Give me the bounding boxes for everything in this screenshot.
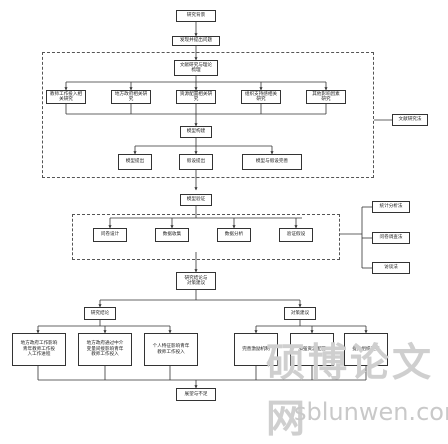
finding-item-2: 地方政府通过中介 变量间接影响青年 教师工作投入: [78, 333, 132, 366]
literature-item-4: 组织支持感相关 研究: [241, 90, 281, 104]
verify-item-4: 验证假设: [279, 228, 313, 242]
conclusion-box: 研究结论与 对策建议: [176, 272, 216, 290]
literature-item-5: 其他影响因素 研究: [306, 90, 346, 104]
watermark-cn: 硕博论文网: [266, 341, 435, 442]
questionnaire-method-box: 问卷调查法: [372, 232, 410, 244]
literature-box: 文献研究与理论 梳理: [174, 60, 218, 76]
verify-item-1: 问卷设计: [93, 228, 127, 242]
verify-item-3: 数据分析: [217, 228, 251, 242]
limitations-box: 展望与不足: [176, 388, 216, 401]
hypothesis-box: 假设提出: [179, 154, 213, 170]
suggestions-box: 对策建议: [284, 307, 316, 320]
research-background-box: 研究背景: [176, 10, 216, 22]
findings-box: 研究结论: [84, 307, 116, 320]
watermark-url: sblunwen.com: [294, 398, 448, 426]
literature-item-3: 资源配置相关研 究: [176, 90, 216, 104]
interview-method-box: 访谈法: [372, 262, 410, 274]
literature-item-2: 地方政府相关研 究: [111, 90, 151, 104]
model-verify-box: 模型验证: [180, 194, 212, 206]
model-build-box: 模型构建: [180, 126, 212, 138]
statistics-method-box: 统计分析法: [372, 201, 410, 213]
problem-box: 发现并提出问题: [172, 36, 220, 46]
verification-group-frame: [72, 214, 340, 260]
model-refine-box: 模型与假设完善: [242, 154, 302, 170]
verify-item-2: 数据收集: [155, 228, 189, 242]
suggestion-item-1: 完善激励机制: [234, 333, 278, 366]
literature-group-frame: [42, 52, 374, 178]
literature-method-box: 文献研究法: [392, 114, 428, 126]
suggestion-item-2: 加强资源配置: [290, 333, 334, 366]
suggestion-item-3: 提升组织支持: [344, 333, 388, 366]
literature-item-1: 教师工作投入相 关研究: [46, 90, 86, 104]
model-proposal-box: 模型提出: [118, 154, 152, 170]
finding-item-1: 地方政府工作影响 青年教师工作投 入工作进程: [12, 333, 66, 366]
finding-item-3: 个人特征影响青年 教师工作投入: [144, 333, 198, 366]
